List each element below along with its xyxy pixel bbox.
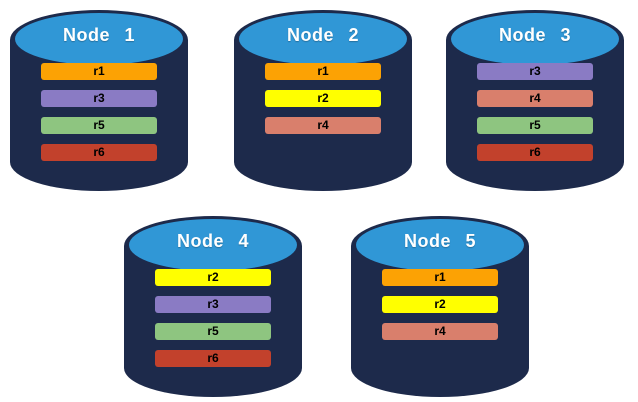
replica-label: r5 [207, 324, 219, 338]
replica-label: r6 [93, 145, 105, 159]
cylinder-top [239, 13, 407, 65]
replica-label: r4 [317, 118, 329, 132]
node-title: Node 4 [176, 231, 249, 251]
replica-bar: r6 [477, 144, 593, 161]
replica-bar: r1 [41, 63, 157, 80]
replica-label: r3 [207, 297, 219, 311]
database-node: Node 5 r1 r2 r4 [349, 210, 531, 402]
replica-bar: r6 [155, 350, 271, 367]
replica-label: r1 [93, 64, 105, 78]
replica-bar: r4 [382, 323, 498, 340]
replica-bar: r2 [265, 90, 381, 107]
replica-label: r4 [529, 91, 541, 105]
replica-list: r3 r4 r5 r6 [477, 63, 593, 171]
replica-label: r3 [93, 91, 105, 105]
database-node: Node 1 r1 r3 r5 r6 [8, 4, 190, 196]
node-title: Node 3 [498, 25, 571, 45]
replica-bar: r6 [41, 144, 157, 161]
replica-list: r1 r2 r4 [382, 269, 498, 350]
replica-list: r1 r3 r5 r6 [41, 63, 157, 171]
cylinder-top [129, 219, 297, 271]
replica-bar: r3 [41, 90, 157, 107]
cylinder-top [15, 13, 183, 65]
replica-list: r2 r3 r5 r6 [155, 269, 271, 377]
replica-label: r1 [434, 270, 446, 284]
replica-label: r5 [529, 118, 541, 132]
replica-label: r6 [207, 351, 219, 365]
replica-bar: r2 [155, 269, 271, 286]
replica-label: r4 [434, 324, 446, 338]
database-node: Node 2 r1 r2 r4 [232, 4, 414, 196]
replica-label: r2 [434, 297, 446, 311]
replica-bar: r5 [477, 117, 593, 134]
replica-bar: r5 [155, 323, 271, 340]
database-node: Node 3 r3 r4 r5 r6 [444, 4, 626, 196]
replica-bar: r1 [265, 63, 381, 80]
database-node: Node 4 r2 r3 r5 r6 [122, 210, 304, 402]
cylinder-top [356, 219, 524, 271]
replica-bar: r4 [265, 117, 381, 134]
node-title: Node 1 [62, 25, 135, 45]
replica-label: r5 [93, 118, 105, 132]
replica-bar: r5 [41, 117, 157, 134]
replica-label: r2 [207, 270, 219, 284]
node-title: Node 5 [403, 231, 476, 251]
replica-label: r2 [317, 91, 329, 105]
replica-label: r6 [529, 145, 541, 159]
replica-label: r1 [317, 64, 329, 78]
replica-bar: r3 [155, 296, 271, 313]
replica-label: r3 [529, 64, 541, 78]
replica-bar: r2 [382, 296, 498, 313]
node-title: Node 2 [286, 25, 359, 45]
cylinder-top [451, 13, 619, 65]
replica-list: r1 r2 r4 [265, 63, 381, 144]
replica-bar: r3 [477, 63, 593, 80]
replica-bar: r4 [477, 90, 593, 107]
replica-bar: r1 [382, 269, 498, 286]
